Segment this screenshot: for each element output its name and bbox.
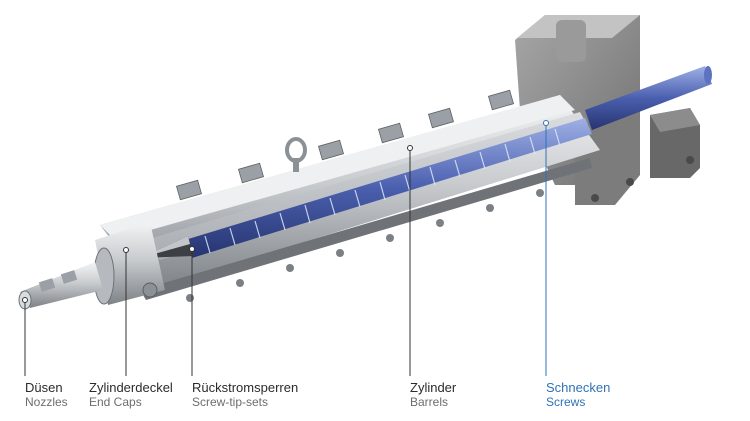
- leader-dot-screw-tip-sets: [189, 246, 195, 252]
- label-screw-tip-sets-en: Screw-tip-sets: [192, 395, 269, 409]
- label-barrels-en: Barrels: [410, 395, 449, 409]
- label-nozzles-de: Düsen: [25, 380, 63, 395]
- label-nozzles: Düsen Nozzles: [25, 380, 68, 410]
- heater-clamps: [176, 89, 514, 201]
- label-barrels-de: Zylinder: [410, 380, 457, 395]
- leader-dot-nozzles: [22, 297, 28, 303]
- lifting-eye: [285, 137, 307, 172]
- leader-lines: [22, 120, 549, 376]
- label-screw-tip-sets: Rückstromsperren Screw-tip-sets: [192, 380, 298, 410]
- end-cap: [93, 222, 165, 305]
- label-end-caps: Zylinderdeckel End Caps: [89, 380, 173, 410]
- label-nozzles-en: Nozzles: [25, 395, 68, 409]
- label-barrels: Zylinder Barrels: [410, 380, 456, 410]
- screw: [185, 66, 712, 258]
- nozzle: [18, 262, 103, 310]
- label-screws: Schnecken Screws: [546, 380, 610, 410]
- label-screw-tip-sets-de: Rückstromsperren: [192, 380, 299, 395]
- label-end-caps-de: Zylinderdeckel: [89, 380, 173, 395]
- label-screws-en: Screws: [546, 395, 586, 409]
- leader-dot-screws: [543, 120, 549, 126]
- leader-dot-barrels: [407, 145, 413, 151]
- leader-dot-end-caps: [123, 247, 129, 253]
- label-screws-de: Schnecken: [546, 380, 611, 395]
- label-end-caps-en: End Caps: [89, 395, 142, 409]
